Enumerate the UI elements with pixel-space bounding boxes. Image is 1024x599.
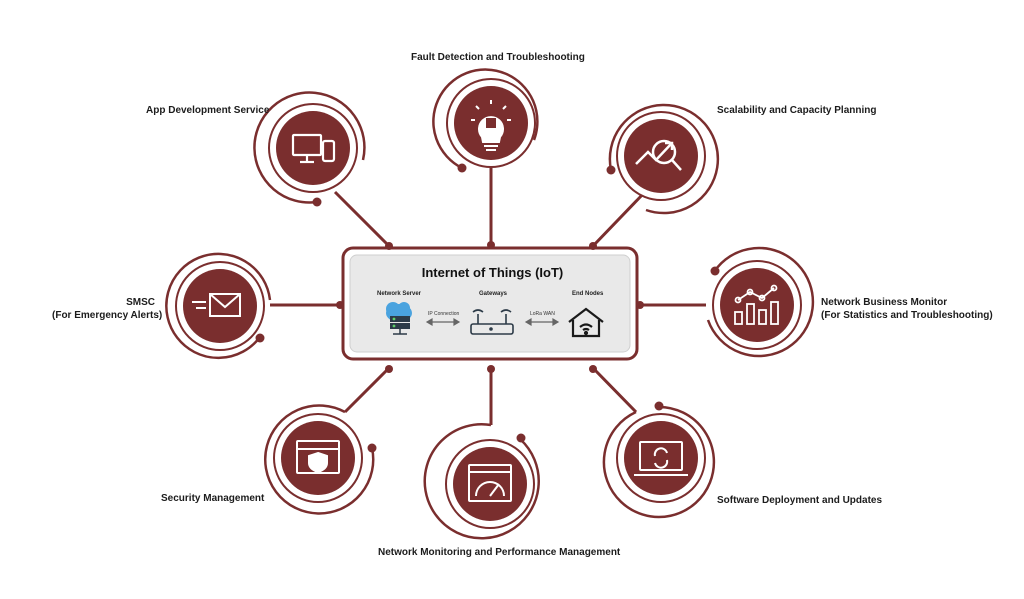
laptop-refresh-icon	[634, 441, 688, 476]
service-scalability	[606, 103, 720, 215]
bar-chart-icon	[734, 284, 779, 325]
iot-panel	[349, 254, 631, 353]
ip-connection-arrow	[425, 317, 461, 327]
ip-connection-label: IP Connection	[428, 311, 460, 317]
connectors	[270, 168, 706, 425]
label-fault-detection: Fault Detection and Troubleshooting	[411, 52, 585, 63]
service-smsc	[165, 252, 272, 360]
label-smsc: SMSC (For Emergency Alerts)	[52, 296, 163, 322]
label-app-development: App Development Service	[146, 105, 270, 116]
iot-title: Internet of Things (IoT)	[421, 265, 564, 280]
magnifier-trend-icon	[635, 139, 682, 171]
server-cloud-icon	[386, 302, 412, 335]
label-nbm-line1: Network Business Monitor	[821, 297, 948, 308]
gateways-label: Gateways	[479, 291, 508, 297]
shield-window-icon	[296, 440, 340, 474]
label-software-deployment: Software Deployment and Updates	[717, 495, 883, 506]
label-nbm-line2: (For Statistics and Troubleshooting)	[821, 310, 993, 321]
devices-icon	[291, 133, 336, 164]
label-smsc-line2: (For Emergency Alerts)	[52, 310, 163, 321]
junction-dots	[336, 241, 644, 373]
label-scalability: Scalability and Capacity Planning	[717, 105, 877, 116]
label-smsc-line1: SMSC	[126, 297, 155, 308]
wifi-home-icon	[568, 307, 604, 338]
service-network-monitoring	[423, 423, 540, 540]
mail-send-icon	[192, 293, 241, 317]
label-security-management: Security Management	[161, 493, 265, 504]
router-icon	[470, 309, 514, 335]
end-nodes-label: End Nodes	[572, 291, 604, 297]
service-software-deployment	[602, 401, 716, 519]
service-security-management	[264, 404, 377, 515]
network-server-label: Network Server	[377, 291, 422, 297]
service-app-development	[253, 91, 366, 207]
label-network-business-monitor: Network Business Monitor (For Statistics…	[821, 296, 993, 322]
service-fault-detection	[432, 68, 539, 173]
service-network-business-monitor	[706, 246, 815, 358]
lora-wan-label: LoRa WAN	[530, 311, 555, 317]
lora-wan-arrow	[524, 317, 560, 327]
lightbulb-puzzle-icon	[471, 100, 511, 151]
label-network-monitoring: Network Monitoring and Performance Manag…	[378, 547, 621, 558]
speedometer-window-icon	[468, 464, 512, 502]
